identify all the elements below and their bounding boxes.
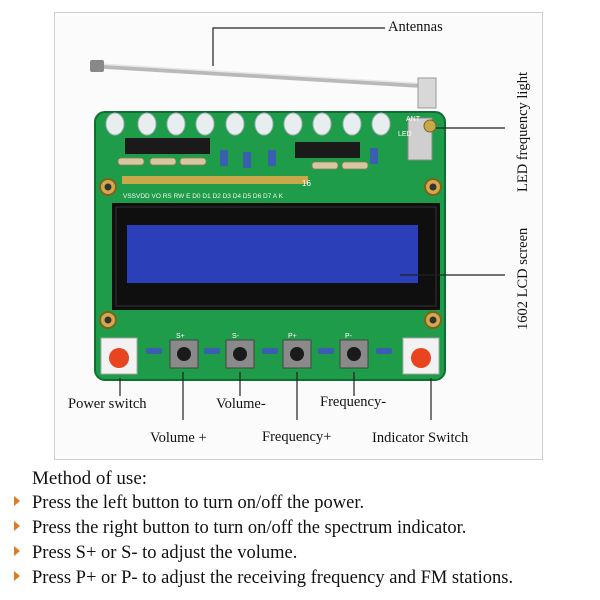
btn-s-plus-label: S+ [176, 333, 185, 340]
btn-s-minus-label: S- [232, 333, 240, 340]
led-row [105, 112, 391, 136]
header-pin-labels: VSSVDD VO RS RW E D0 D1 D2 D3 D4 D5 D6 D… [123, 193, 284, 200]
bullet-arrow-icon [14, 521, 20, 531]
header-pins [122, 176, 308, 184]
ic-chip-left [125, 138, 210, 154]
lcd-screen-label: 1602 LCD screen [515, 227, 531, 330]
volume-plus-label: Volume + [150, 430, 207, 446]
power-switch-label: Power switch [68, 396, 147, 412]
btn-p-minus-label: P- [345, 333, 353, 340]
volume-minus-label: Volume- [216, 396, 266, 412]
bullet-arrow-icon [14, 571, 20, 581]
method-step: Press the right button to turn on/off th… [14, 518, 466, 539]
btn-p-plus-label: P+ [288, 333, 297, 340]
ant-label: ANT [406, 116, 421, 123]
frequency-plus-label: Frequency+ [262, 429, 332, 445]
frequency-plus-button[interactable] [282, 339, 312, 369]
ic-chip-right [295, 142, 360, 158]
method-step: Press S+ or S- to adjust the volume. [14, 543, 297, 564]
antenna [90, 60, 437, 109]
led-frequency-light-label: LED frequency light [515, 72, 531, 192]
lcd-screen [127, 225, 418, 283]
power-switch-button[interactable] [100, 337, 138, 375]
method-step-text: Press the right button to turn on/off th… [32, 518, 467, 538]
frequency-minus-button[interactable] [339, 339, 369, 369]
method-step: Press P+ or P- to adjust the receiving f… [14, 568, 513, 589]
antennas-label: Antennas [388, 19, 443, 35]
indicator-switch-button[interactable] [402, 337, 440, 375]
method-step: Press the left button to turn on/off the… [14, 493, 364, 514]
frequency-minus-label: Frequency- [320, 394, 387, 410]
bullet-arrow-icon [14, 496, 20, 506]
led-label: LED [398, 131, 412, 138]
indicator-switch-label: Indicator Switch [372, 430, 469, 446]
leader-lines [119, 27, 505, 420]
pin-count: 16 [302, 179, 311, 188]
method-step-text: Press the left button to turn on/off the… [32, 493, 365, 513]
bullet-arrow-icon [14, 546, 20, 556]
method-title: Method of use: [32, 468, 148, 489]
method-step-text: Press P+ or P- to adjust the receiving f… [32, 568, 514, 588]
method-step-text: Press S+ or S- to adjust the volume. [32, 543, 298, 563]
volume-plus-button[interactable] [169, 339, 199, 369]
volume-minus-button[interactable] [225, 339, 255, 369]
